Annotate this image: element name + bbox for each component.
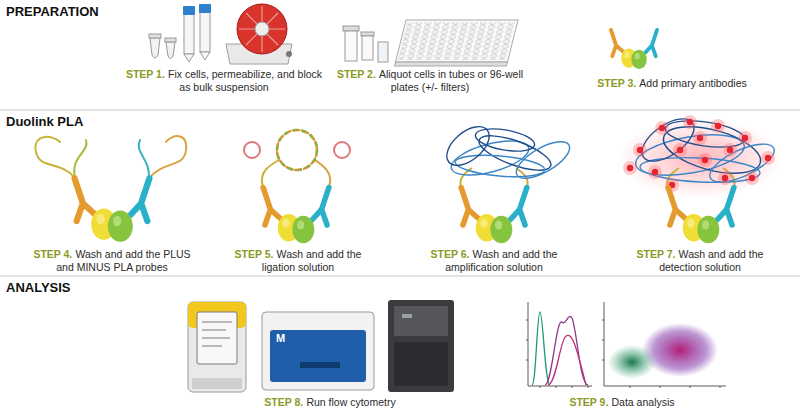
antibody-complex <box>611 30 657 69</box>
step-number: STEP 5. <box>235 248 274 260</box>
section-heading-block: ANALYSIS <box>6 280 206 296</box>
step-caption: Fix cells, permeabilize, and block as bu… <box>168 68 322 93</box>
section-heading-block: PREPARATION <box>6 4 206 20</box>
section-heading: PREPARATION <box>6 4 99 19</box>
step-caption: Aliquot cells in tubes or 96-well plates… <box>379 68 523 93</box>
step-caption-block: STEP 3.Add primary antibodies <box>582 77 762 90</box>
pla-probes <box>35 136 186 178</box>
step-number: STEP 1. <box>126 68 165 80</box>
section-divider <box>0 110 800 111</box>
step-number: STEP 4. <box>33 248 72 260</box>
step-number: STEP 2. <box>337 68 376 80</box>
flow-cytometers <box>188 300 454 392</box>
step-caption-block: STEP 9. Data analysis <box>527 396 717 409</box>
step-caption: Run flow cytometry <box>306 396 395 408</box>
step-caption: Add primary antibodies <box>639 77 746 89</box>
instrument-logo: M <box>276 332 306 345</box>
amplification-product <box>440 119 575 187</box>
step-caption: Wash and add the PLUS and MINUS PLA prob… <box>56 248 190 273</box>
section-heading: Duolink PLA <box>6 114 83 129</box>
antibody-complex <box>75 178 150 241</box>
detection-product <box>618 111 782 198</box>
antibody-complex <box>461 187 527 243</box>
step-number: STEP 7. <box>637 248 676 260</box>
step-caption-block: STEP 6.Wash and add the amplification so… <box>411 248 577 273</box>
step-caption-block: STEP 5.Wash and add the ligation solutio… <box>220 248 376 273</box>
step-caption-block: STEP 4.Wash and add the PLUS and MINUS P… <box>24 248 200 273</box>
step-number: STEP 9. <box>569 396 608 408</box>
step-caption-block: STEP 2.Aliquot cells in tubes or 96-well… <box>330 68 530 93</box>
section-heading: ANALYSIS <box>6 280 71 295</box>
antibody-complex <box>668 187 734 243</box>
step-caption: Data analysis <box>612 396 675 408</box>
antibody-complex <box>263 187 329 243</box>
logo-letter: M <box>276 332 285 344</box>
step-number: STEP 3. <box>597 77 636 89</box>
analysis-plots <box>526 302 726 388</box>
section-heading-block: Duolink PLA <box>6 114 206 130</box>
tubes-and-rotator <box>149 4 292 64</box>
step-number: STEP 8. <box>264 396 303 408</box>
step-caption: Wash and add the ligation solution <box>262 248 362 273</box>
section-divider <box>0 276 800 277</box>
step-caption-block: STEP 8.Run flow cytometry <box>215 396 445 409</box>
tubes-and-plate <box>343 20 518 66</box>
step-caption-block: STEP 7.Wash and add the detection soluti… <box>617 248 783 273</box>
step-number: STEP 6. <box>431 248 470 260</box>
step-caption-block: STEP 1.Fix cells, permeabilize, and bloc… <box>124 68 324 93</box>
ligation-circle <box>244 130 350 187</box>
